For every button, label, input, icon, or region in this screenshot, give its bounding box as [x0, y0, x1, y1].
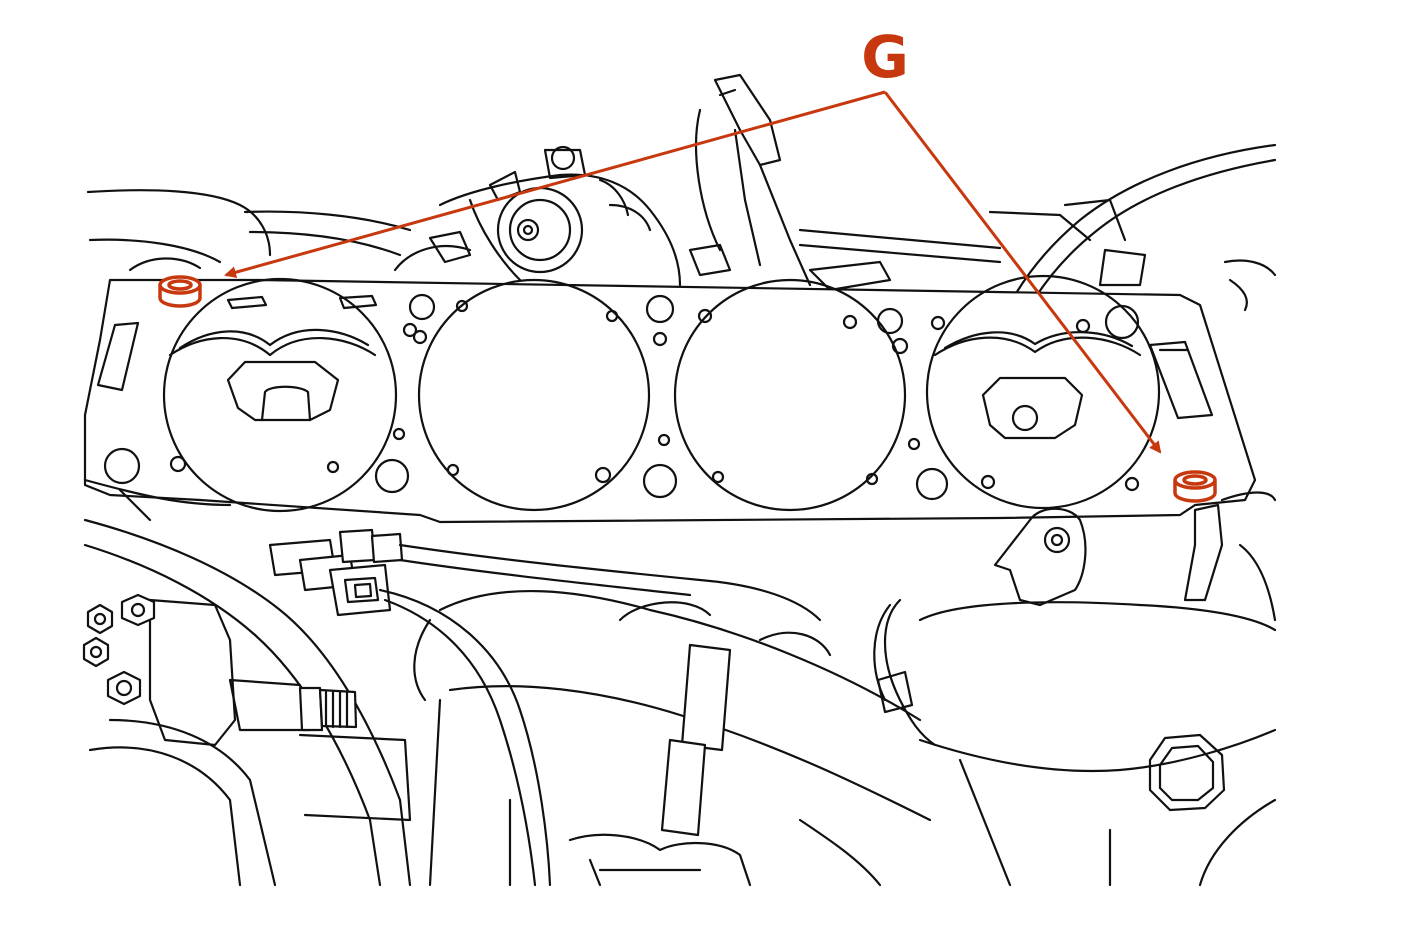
callout-g: G: [224, 23, 1162, 454]
gasket-holes: [103, 293, 1140, 501]
dowel-right: [1173, 470, 1217, 503]
head-gasket: [83, 274, 1257, 524]
callout-leader-right: [883, 91, 1162, 454]
callout-label: G: [861, 23, 909, 91]
dowel-left: [158, 275, 202, 308]
callout-leader-left: [224, 90, 886, 279]
lower-engine-parts: [82, 488, 1277, 887]
upper-engine-parts: [86, 73, 1277, 312]
